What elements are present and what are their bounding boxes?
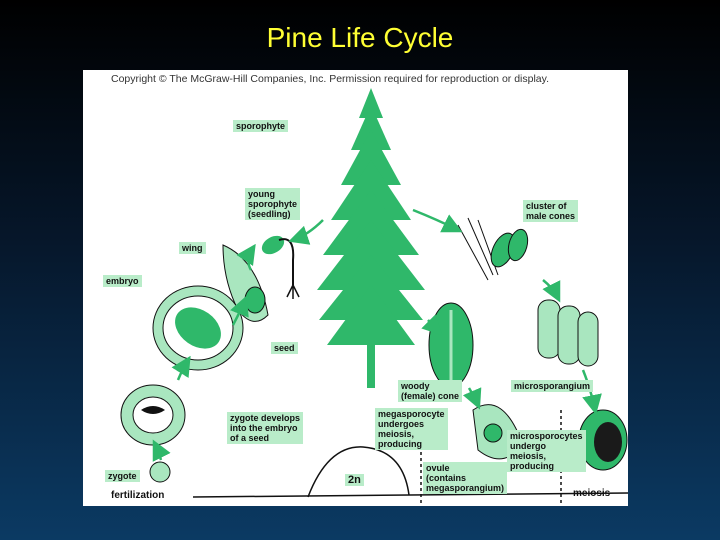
label-cluster-male-cones: cluster of male cones [523, 200, 579, 222]
label-seed: seed [271, 342, 298, 354]
zygote-illustration [149, 461, 171, 483]
label-meiosis: meiosis [573, 488, 611, 499]
microsporangium-section-illustration [578, 409, 628, 471]
female-cone-illustration [428, 302, 474, 388]
label-woody-cone: woody (female) cone [398, 380, 463, 402]
pine-tree-illustration [317, 88, 425, 388]
label-microsporocytes: microsporocytes undergo meiosis, produci… [507, 430, 586, 472]
diagram-illustration [120, 88, 628, 506]
label-zygote: zygote [105, 470, 140, 482]
label-ovule: ovule (contains megasporangium) [423, 462, 508, 494]
label-zygote-develops: zygote develops into the embryo of a see… [227, 412, 304, 444]
seed-section-illustration [152, 285, 244, 371]
label-young-sporophyte: young sporophyte (seedling) [245, 188, 301, 220]
male-cone-cluster-illustration [457, 217, 529, 281]
label-2n: 2n [345, 474, 364, 486]
slide-title: Pine Life Cycle [266, 22, 454, 53]
label-sporophyte: sporophyte [233, 120, 289, 132]
cycle-arrows [152, 208, 602, 462]
ovule-with-developing-embryo-illustration [120, 384, 186, 446]
label-embryo: embryo [103, 275, 142, 287]
label-fertilization: fertilization [111, 490, 165, 501]
seedling-illustration [261, 235, 300, 299]
microsporangium-illustration [537, 299, 599, 367]
copyright-notice: Copyright © The McGraw-Hill Companies, I… [111, 73, 550, 85]
label-megasporocyte: megasporocyte undergoes meiosis, produci… [375, 408, 448, 450]
label-microsporangium: microsporangium [511, 380, 594, 392]
label-wing: wing [179, 242, 206, 254]
life-cycle-diagram: Copyright © The McGraw-Hill Companies, I… [83, 70, 628, 506]
